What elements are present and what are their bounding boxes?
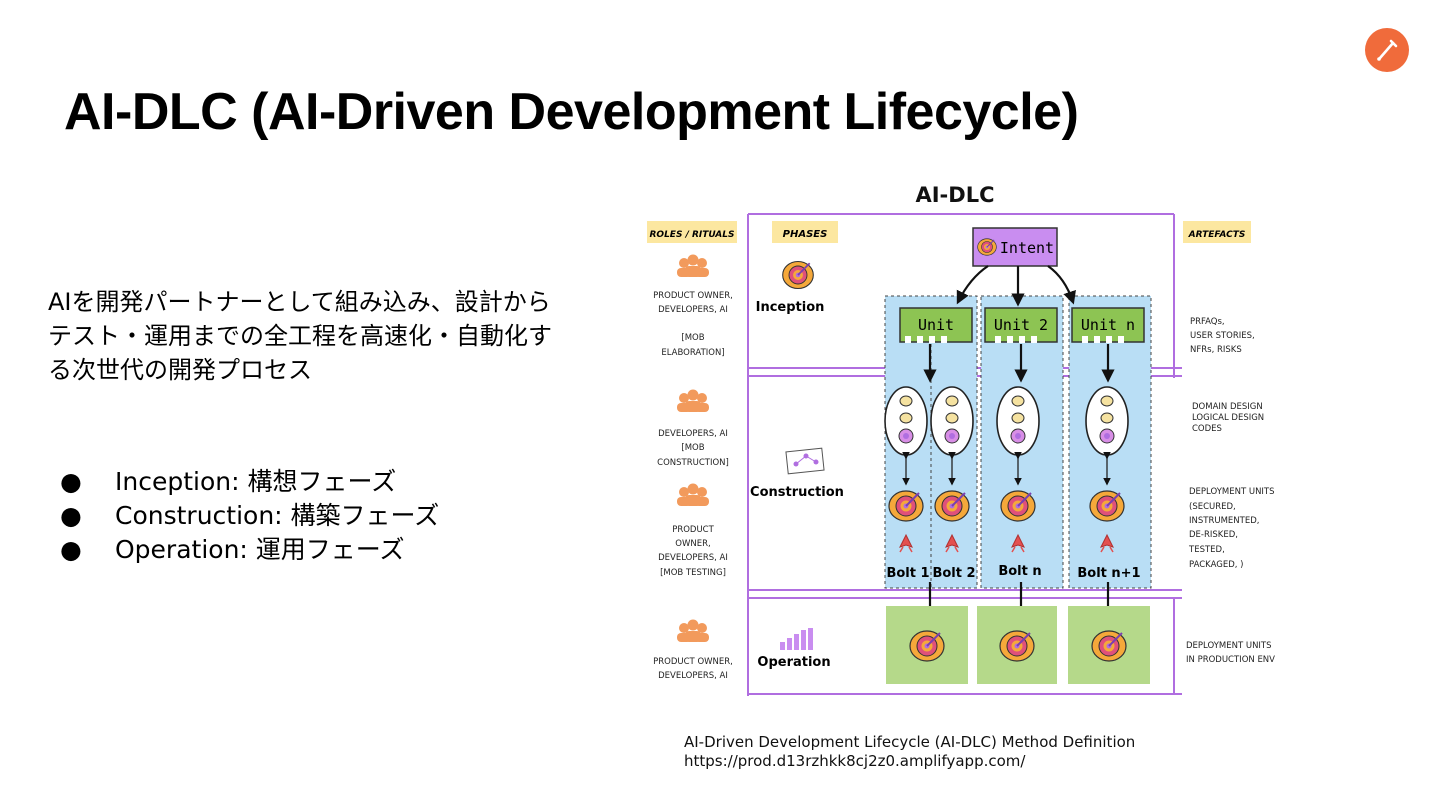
unit-box-1	[899, 307, 973, 343]
roles-header: ROLES / RITUALS	[649, 230, 734, 240]
role-text: [MOB	[681, 333, 704, 343]
bolt-label: Bolt 1	[886, 566, 929, 581]
people-icon	[677, 254, 709, 277]
artefact-text: PRFAQs,	[1190, 317, 1225, 327]
role-text: PRODUCT	[672, 525, 714, 535]
phases-header: PHASES	[783, 229, 828, 240]
intent-label: Intent	[1000, 239, 1054, 257]
cycle-icon	[930, 386, 974, 456]
construction-diagram-icon	[785, 447, 825, 475]
cycle-icon	[1085, 386, 1129, 456]
role-text: PRODUCT OWNER,	[653, 657, 733, 667]
cycle-target-arrows	[902, 451, 1111, 486]
role-text: DEVELOPERS, AI	[658, 671, 728, 681]
intro-line: テスト・運用までの全工程を高速化・自動化す	[48, 322, 552, 350]
bolt-label: Bolt 2	[932, 566, 975, 581]
artefact-text: DEPLOYMENT UNITS	[1186, 641, 1272, 651]
bolt-target-icon	[1000, 490, 1036, 522]
artefact-text: (SECURED,	[1189, 502, 1236, 512]
production-target-icon	[1091, 630, 1127, 662]
role-text: PRODUCT OWNER,	[653, 291, 733, 301]
intro-line: る次世代の開発プロセス	[48, 356, 312, 384]
production-target-icon	[999, 630, 1035, 662]
bullet-item: ● Inception: 構想フェーズ	[60, 465, 439, 499]
operation-chart-icon	[780, 628, 813, 650]
artefact-text: IN PRODUCTION ENV	[1186, 655, 1275, 665]
phases-header-bg	[772, 221, 838, 243]
artefact-text: PACKAGED, )	[1189, 560, 1244, 570]
artefact-text: USER STORIES,	[1190, 331, 1255, 341]
role-text: DEVELOPERS, AI	[658, 305, 728, 315]
role-text: OWNER,	[675, 539, 710, 549]
role-text: DEVELOPERS, AI	[658, 553, 728, 563]
bullet-item: ● Operation: 運用フェーズ	[60, 533, 439, 567]
cycle-icon	[996, 386, 1040, 456]
bullet-item: ● Construction: 構築フェーズ	[60, 499, 439, 533]
role-text: DEVELOPERS, AI	[658, 429, 728, 439]
artefact-text: DOMAIN DESIGN	[1192, 402, 1263, 412]
ai-dlc-diagram: AI-DLC ROLES / RITUALS PHASES ARTEFACTS …	[647, 183, 1275, 696]
artefact-text: DE-RISKED,	[1189, 530, 1238, 540]
bolt-label: Bolt n+1	[1077, 566, 1140, 581]
caption-title: AI-Driven Development Lifecycle (AI-DLC)…	[684, 733, 1136, 751]
unit-label-2: Unit 2	[994, 316, 1048, 334]
bullet-marker: ●	[60, 501, 82, 530]
people-icon	[677, 389, 709, 412]
bolt-target-icon	[1089, 490, 1125, 522]
artefact-text: NFRs, RISKS	[1190, 345, 1242, 355]
artefact-text: TESTED,	[1188, 545, 1225, 555]
caption-url[interactable]: https://prod.d13rzhkk8cj2z0.amplifyapp.c…	[684, 752, 1026, 770]
roles-header-bg	[647, 221, 737, 243]
artefact-text: CODES	[1192, 424, 1222, 434]
unit-label-n: Unit n	[1081, 316, 1135, 334]
bolt-label: Bolt n	[998, 564, 1041, 579]
intent-arrows	[956, 265, 1076, 307]
cycle-icon	[884, 386, 928, 456]
phase-label-construction: Construction	[750, 485, 844, 500]
intro-line: AIを開発パートナーとして組み込み、設計から	[48, 288, 551, 316]
role-text: [MOB TESTING]	[660, 568, 726, 578]
bullet-text: Construction: 構築フェーズ	[115, 501, 440, 530]
artefacts-header: ARTEFACTS	[1188, 230, 1246, 240]
inception-target-icon	[781, 260, 815, 290]
people-icon	[677, 619, 709, 642]
production-target-icon	[909, 630, 945, 662]
bolt-target-icon	[888, 490, 924, 522]
unit-label-1: Unit	[918, 316, 954, 334]
page-title: AI-DLC (AI-Driven Development Lifecycle)	[64, 83, 1079, 141]
bullet-marker: ●	[60, 535, 82, 564]
pen-icon	[1377, 39, 1398, 61]
artefact-text: DEPLOYMENT UNITS	[1189, 487, 1275, 497]
unit-tabs	[905, 336, 1124, 343]
role-text: CONSTRUCTION]	[657, 458, 729, 468]
intro-text: AIを開発パートナーとして組み込み、設計から テスト・運用までの全工程を高速化・…	[48, 285, 608, 387]
role-text: ELABORATION]	[661, 348, 724, 358]
people-icon	[677, 483, 709, 506]
artefact-text: LOGICAL DESIGN	[1192, 413, 1264, 423]
intent-target-icon	[977, 238, 997, 256]
phase-bullet-list: ● Inception: 構想フェーズ ● Construction: 構築フェーズ…	[60, 465, 439, 567]
role-text: [MOB	[681, 443, 704, 453]
bullet-text: Operation: 運用フェーズ	[115, 535, 405, 564]
artefacts-header-bg	[1183, 221, 1251, 243]
diagram-title: AI-DLC	[915, 183, 994, 207]
bolt-target-icon	[934, 490, 970, 522]
bullet-marker: ●	[60, 467, 82, 496]
artefact-text: INSTRUMENTED,	[1189, 516, 1259, 526]
brand-logo	[1365, 28, 1409, 72]
phase-label-inception: Inception	[756, 300, 825, 315]
source-caption: AI-Driven Development Lifecycle (AI-DLC)…	[684, 733, 1135, 771]
unit-arrows	[923, 344, 1115, 383]
bullet-text: Inception: 構想フェーズ	[115, 467, 397, 496]
phase-label-operation: Operation	[757, 655, 830, 670]
